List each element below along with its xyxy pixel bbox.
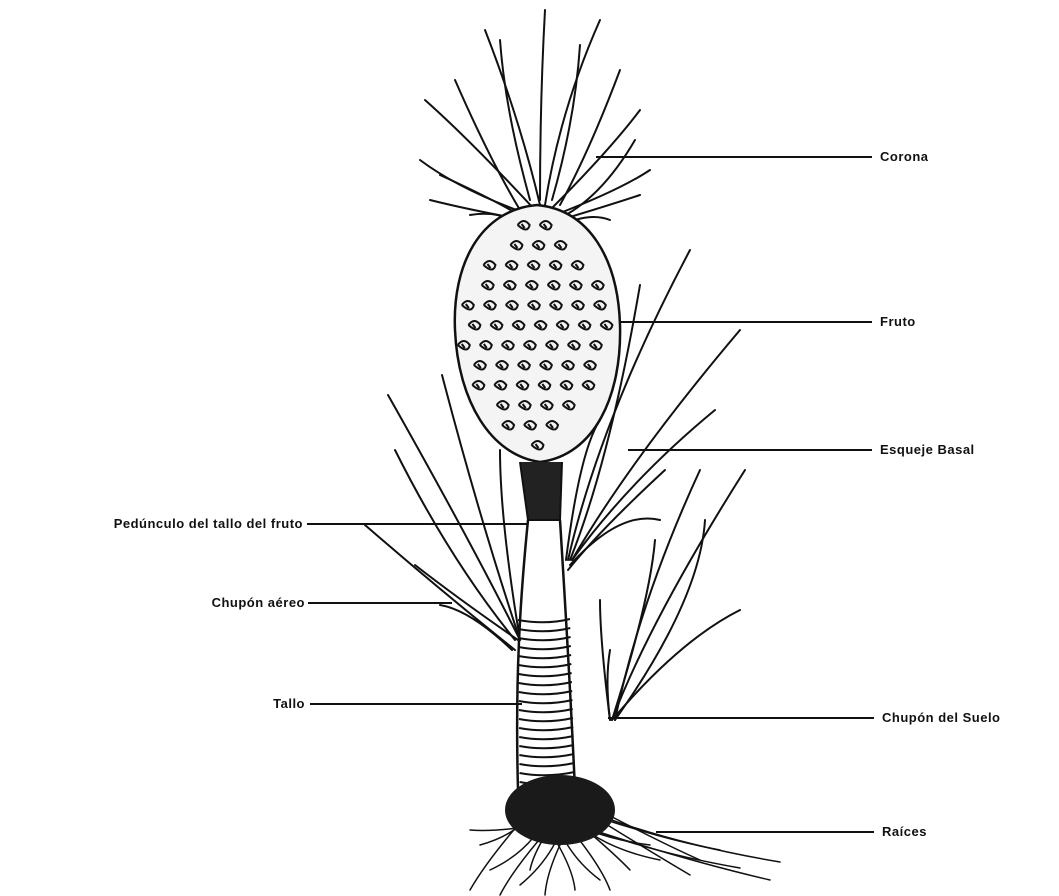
label-esqueje-basal: Esqueje Basal — [880, 442, 975, 458]
stem-band — [519, 745, 574, 748]
stem-band — [519, 673, 572, 676]
stem-band — [520, 772, 575, 775]
label-fruto: Fruto — [880, 314, 916, 330]
label-chupon-suelo: Chupón del Suelo — [882, 710, 1001, 726]
crown-drawing — [420, 10, 650, 225]
stem-band — [519, 727, 573, 730]
stem-band — [519, 754, 574, 757]
label-pedunculo: Pedúnculo del tallo del fruto — [114, 516, 303, 532]
stem-band — [518, 637, 570, 640]
stem-band — [519, 763, 574, 766]
fruit-drawing — [455, 205, 620, 520]
stem-band — [519, 700, 573, 703]
label-raices: Raíces — [882, 824, 927, 840]
stem-band — [518, 664, 571, 667]
label-chupon-aereo: Chupón aéreo — [212, 595, 305, 611]
label-corona: Corona — [880, 149, 929, 165]
stem-band — [518, 628, 570, 631]
stem-band — [519, 682, 572, 685]
stem-band — [519, 709, 573, 712]
stem-band — [519, 736, 573, 739]
label-tallo: Tallo — [273, 696, 305, 712]
stem-band — [518, 655, 571, 658]
stem-band — [518, 619, 570, 622]
root-mass — [505, 775, 615, 845]
stem-band — [518, 646, 571, 649]
stem-band — [519, 718, 573, 721]
stem-band — [519, 691, 572, 694]
